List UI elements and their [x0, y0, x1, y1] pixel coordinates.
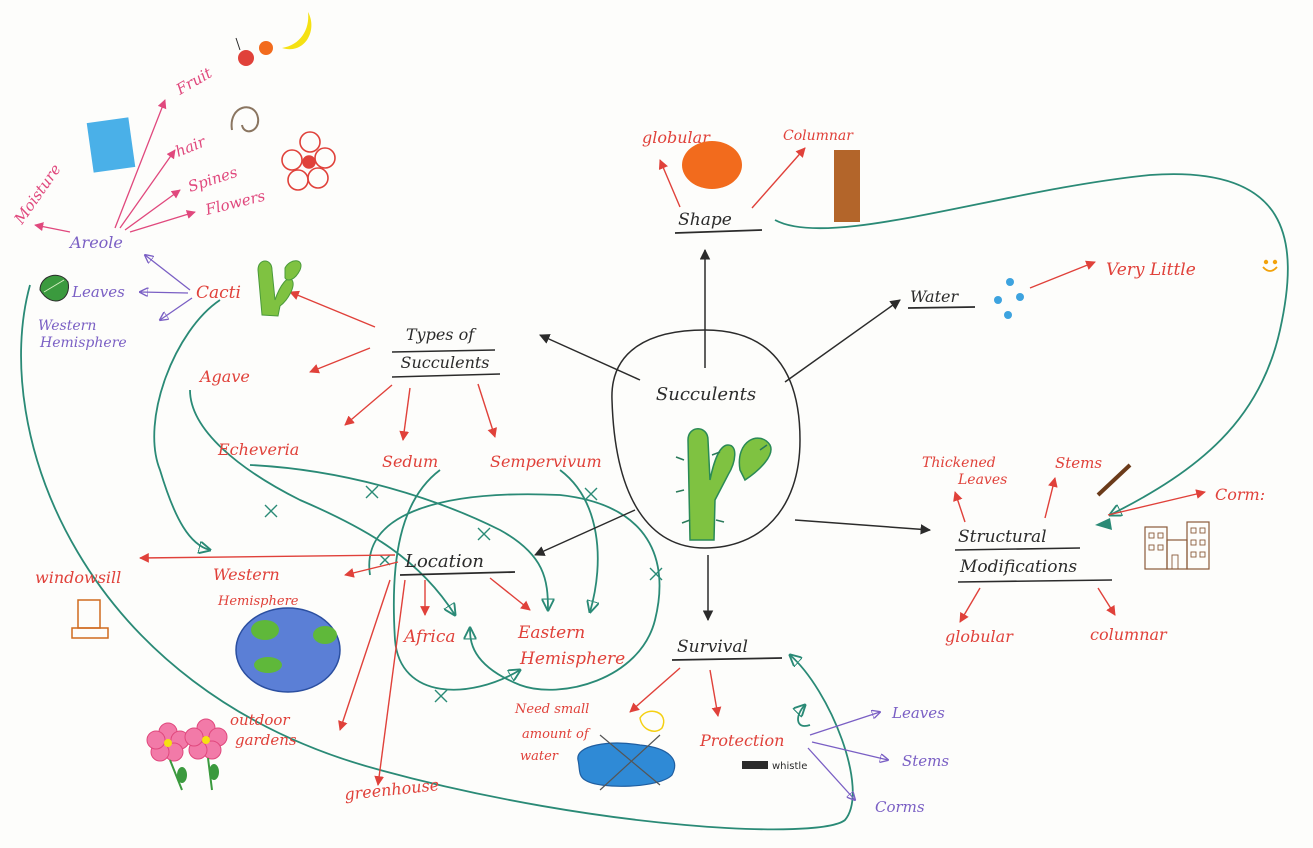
- location-outdoor-line2: gardens: [235, 731, 297, 749]
- survival-protection: Protection: [699, 731, 784, 750]
- link-protection-to-survival: [798, 705, 811, 727]
- moisture-square-icon: [86, 117, 136, 173]
- location-windowsill: windowsill: [35, 568, 121, 587]
- fruit-icons: [235, 12, 312, 66]
- types-sempervivum: Sempervivum: [490, 452, 602, 471]
- buildings-icon: [1144, 521, 1210, 570]
- node-types: Types of Succulents Agave Echeveria Sedu…: [198, 290, 602, 471]
- structural-stems: Stems: [1055, 454, 1102, 472]
- survival-need-line2: amount of: [522, 727, 591, 742]
- link-agave-to-africa: [189, 389, 455, 615]
- center-node: Succulents: [611, 329, 801, 549]
- types-cacti: Cacti: [196, 283, 241, 303]
- water-drops-icon: [994, 278, 1024, 319]
- whistle-icon: [742, 761, 768, 769]
- areole-hair: hair: [173, 132, 209, 160]
- center-label: Succulents: [656, 384, 756, 405]
- node-cacti: Cacti Areole Leaves Western Hemisphere: [38, 233, 302, 351]
- areole-spines: Spines: [186, 163, 240, 196]
- link-cacti-to-western: [153, 299, 221, 550]
- cacti-icon: [257, 260, 302, 317]
- structural-columnar: columnar: [1090, 625, 1168, 644]
- location-label: Location: [404, 551, 484, 572]
- node-structural: Structural Modifications Thickened Leave…: [922, 454, 1265, 646]
- areole-flowers: Flowers: [203, 187, 268, 219]
- areole-moisture: Moisture: [10, 161, 65, 228]
- location-africa: Africa: [402, 627, 456, 647]
- link-shape-to-structural: [774, 173, 1289, 515]
- survival-need-line3: water: [520, 749, 559, 764]
- shape-label: Shape: [678, 210, 732, 230]
- survival-leaves: Leaves: [891, 704, 945, 722]
- node-water: Water Very Little: [907, 259, 1278, 319]
- shape-globular: globular: [642, 128, 711, 147]
- cactus-icon: [675, 428, 772, 541]
- leaf-icon: [39, 274, 69, 302]
- cacti-leaves: Leaves: [71, 283, 125, 301]
- hair-icon: [230, 106, 260, 133]
- cacti-western-line2: Hemisphere: [39, 335, 127, 351]
- structural-corm: Corm:: [1215, 485, 1265, 504]
- globe-shape-icon: [682, 141, 742, 189]
- shape-columnar: Columnar: [783, 128, 854, 144]
- location-eastern-line2: Hemisphere: [519, 649, 625, 669]
- link-leaves-to-survival: [20, 284, 854, 831]
- corm-pointer-icon: [1095, 518, 1112, 530]
- structural-thickened-line1: Thickened: [922, 455, 996, 471]
- survival-label: Survival: [677, 637, 748, 657]
- column-shape-icon: [834, 150, 860, 222]
- water-label: Water: [910, 287, 959, 306]
- structural-line2: Modifications: [959, 557, 1077, 577]
- location-greenhouse: greenhouse: [343, 775, 440, 804]
- link-loop-location: [368, 493, 661, 691]
- structural-globular: globular: [945, 627, 1014, 646]
- location-eastern-line1: Eastern: [517, 623, 585, 643]
- cacti-western-line1: Western: [38, 318, 96, 334]
- location-western-line2: Hemisphere: [217, 594, 299, 609]
- smiley-icon: [1262, 259, 1278, 272]
- stem-icon: [1096, 463, 1132, 497]
- areole-fruit: Fruit: [172, 63, 216, 99]
- link-sedum-to-africa: [392, 469, 520, 691]
- cacti-areole: Areole: [68, 233, 123, 252]
- types-agave: Agave: [198, 367, 250, 386]
- node-areole: Moisture Fruit hair Spines Flowers: [10, 12, 336, 233]
- types-line1: Types of: [406, 325, 477, 344]
- link-sempervivum-to-eastern: [559, 469, 598, 612]
- flowers-garden-icon: [146, 718, 228, 791]
- link-echeveria-to-eastern: [249, 464, 548, 610]
- survival-corms: Corms: [875, 798, 925, 816]
- survival-need-line1: Need small: [514, 702, 589, 717]
- water-very-little: Very Little: [1106, 260, 1196, 280]
- survival-stems: Stems: [902, 752, 949, 770]
- cross-ticks: [264, 485, 663, 703]
- location-outdoor-line1: outdoor: [230, 711, 290, 729]
- structural-thickened-line2: Leaves: [957, 472, 1007, 488]
- earth-icon: [235, 607, 341, 693]
- node-shape: Shape globular Columnar: [642, 128, 860, 234]
- flower-icon: [281, 131, 336, 191]
- types-sedum: Sedum: [382, 452, 438, 471]
- structural-line1: Structural: [958, 527, 1047, 547]
- node-survival: Survival Need small amount of water Prot…: [514, 637, 949, 816]
- cross-links: [20, 173, 1289, 831]
- types-line2: Succulents: [400, 353, 489, 372]
- survival-whistle: whistle: [772, 761, 807, 772]
- puddle-icon: [577, 710, 676, 791]
- location-western-line1: Western: [213, 565, 280, 584]
- main-branches: [534, 248, 932, 622]
- types-echeveria: Echeveria: [217, 440, 299, 459]
- window-icon: [71, 599, 109, 639]
- node-location: Location windowsill Western Hemisphere A…: [35, 551, 625, 804]
